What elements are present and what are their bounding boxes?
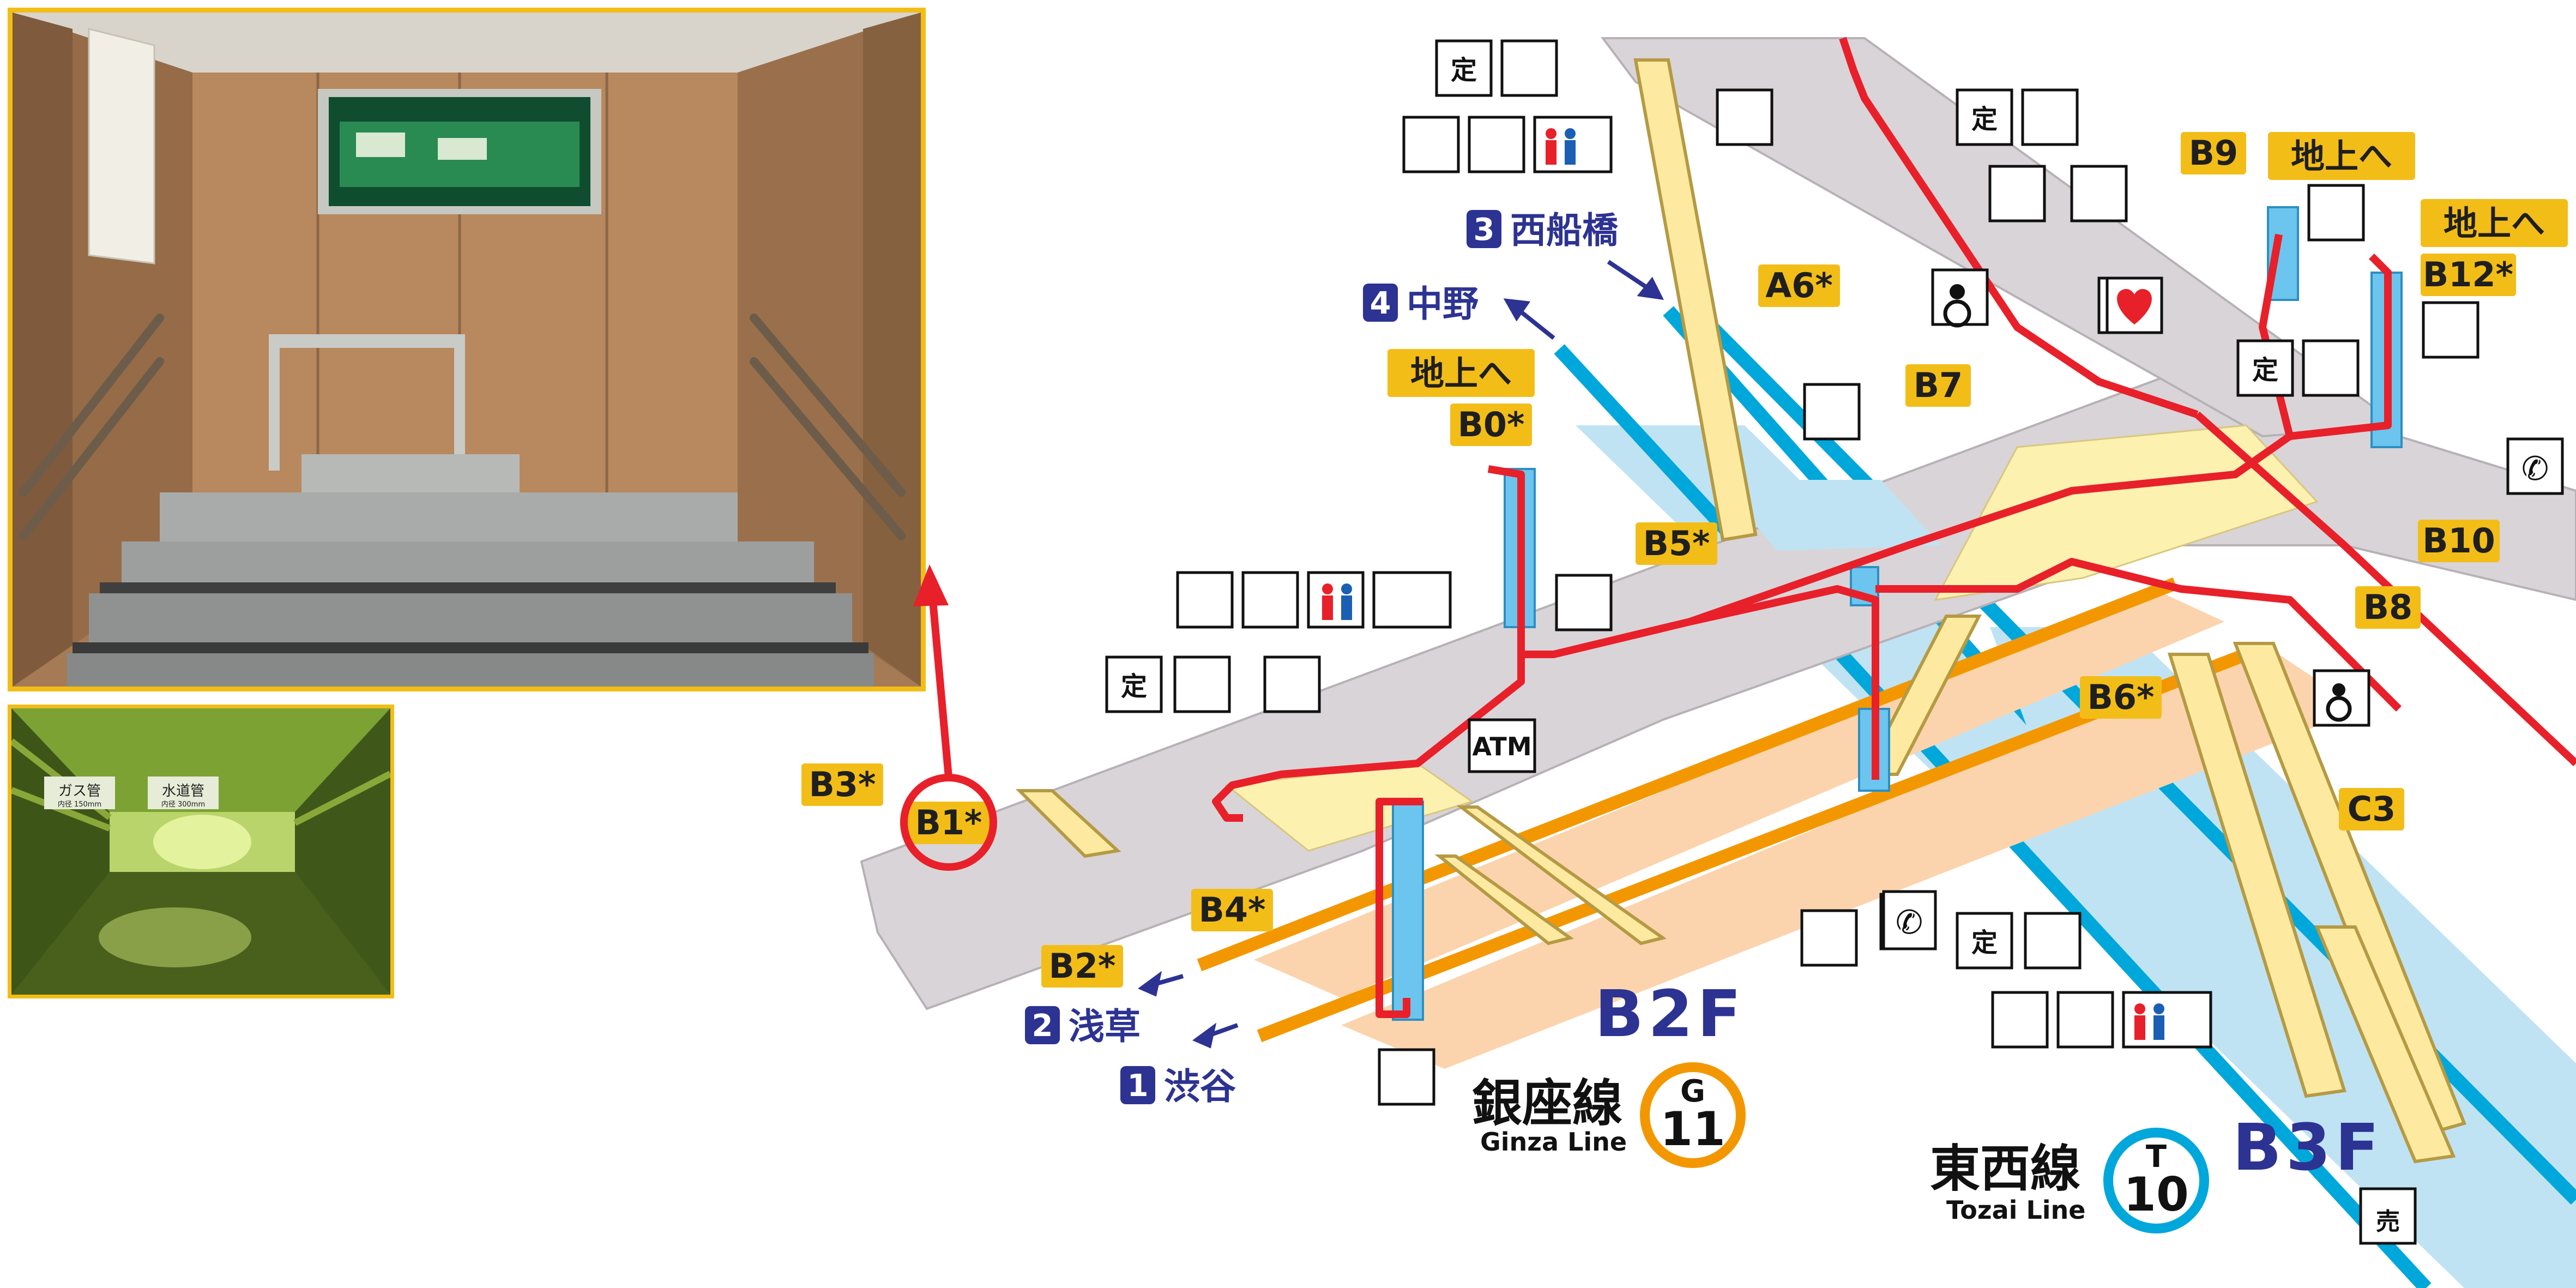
svg-text:ATM: ATM	[1472, 732, 1531, 761]
commuter-pass-icon: 定	[1105, 655, 1163, 713]
svg-text:1: 1	[1127, 1068, 1149, 1104]
commuter-pass-icon-3: 定	[1956, 88, 2013, 146]
svg-text:浅草: 浅草	[1069, 1006, 1141, 1048]
svg-text:B6*: B6*	[2088, 677, 2155, 717]
svg-text:B4*: B4*	[1199, 890, 1266, 930]
exit-b5-label[interactable]: B5*	[1636, 522, 1717, 565]
svg-text:B0*: B0*	[1458, 405, 1525, 444]
b1-photo-pointer	[913, 564, 952, 778]
exit-b7-label[interactable]: B7	[1905, 364, 1971, 407]
svg-text:B8: B8	[2363, 587, 2412, 627]
svg-text:定: 定	[1121, 671, 1147, 702]
svg-text:B3*: B3*	[809, 765, 876, 804]
svg-text:定: 定	[2252, 355, 2278, 386]
accessible-route	[1212, 37, 2576, 1018]
tozai-line-badge: 東西線 Tozai Line T 10	[1930, 1128, 2209, 1233]
exit-b0-label[interactable]: B0*	[1450, 404, 1532, 446]
svg-text:B5*: B5*	[1643, 523, 1710, 563]
svg-text:地上へ: 地上へ	[2291, 136, 2392, 176]
svg-text:渋谷: 渋谷	[1164, 1066, 1236, 1108]
svg-text:中野: 中野	[1407, 283, 1479, 325]
exit-b9-label[interactable]: B9	[2181, 132, 2246, 174]
shop-icon: 売	[2359, 1187, 2417, 1245]
restroom-icon	[1322, 583, 1352, 620]
direction-3: 3 西船橋	[1467, 209, 1619, 251]
svg-text:売: 売	[2376, 1208, 2400, 1236]
exit-b1-label[interactable]: B1*	[900, 774, 997, 871]
svg-text:定: 定	[1971, 104, 1998, 135]
svg-text:B9: B9	[2189, 133, 2238, 173]
svg-text:地上へ: 地上へ	[1410, 353, 1512, 393]
to-ground-left-label: 地上へ	[1387, 349, 1535, 397]
exit-b10-label[interactable]: B10	[2418, 520, 2500, 562]
to-ground-top-label: 地上へ	[2268, 132, 2415, 180]
svg-text:B7: B7	[1914, 365, 1963, 405]
water-pipe-sign-sub: 内径 300mm	[161, 800, 205, 809]
svg-text:地上へ: 地上へ	[2444, 203, 2545, 243]
svg-text:B2*: B2*	[1049, 946, 1116, 986]
svg-text:B12*: B12*	[2423, 255, 2513, 294]
atm-icon: ATM	[1468, 718, 1536, 773]
svg-text:西船橋: 西船橋	[1510, 209, 1619, 251]
svg-text:定: 定	[1451, 55, 1477, 86]
exit-b4-label[interactable]: B4*	[1191, 889, 1273, 931]
svg-text:4: 4	[1370, 286, 1391, 321]
ginza-line-badge: 銀座線 Ginza Line G 11	[1472, 1062, 1746, 1168]
svg-text:定: 定	[1971, 928, 1998, 958]
exit-b8-label[interactable]: B8	[2355, 586, 2421, 629]
exit-b3-label[interactable]: B3*	[801, 763, 883, 806]
commuter-pass-icon-5: 定	[1956, 912, 2013, 970]
ginza-line-name-en: Ginza Line	[1480, 1127, 1627, 1157]
ginza-line-name: 銀座線	[1472, 1074, 1622, 1133]
facility-icons: ATM 定 定 定 定 定	[1105, 39, 2564, 1245]
exit-b6-label[interactable]: B6*	[2080, 676, 2162, 719]
stair-photo-image	[13, 13, 921, 687]
svg-text:2: 2	[1032, 1008, 1053, 1044]
exit-b12-label[interactable]: B12*	[2421, 254, 2516, 296]
commuter-pass-icon-2: 定	[1435, 39, 1493, 97]
staircases	[1015, 58, 2467, 1164]
svg-text:B1*: B1*	[915, 803, 982, 842]
tozai-line-name: 東西線	[1930, 1140, 2080, 1198]
restroom-icon-3	[2134, 1003, 2164, 1040]
floor-b2f-label: B2F	[1595, 976, 1746, 1051]
wheelchair-icon	[1943, 284, 1971, 328]
tunnel-photo-image: ガス管 内径 150mm 水道管 内径 300mm	[11, 708, 390, 995]
exit-stair-photo	[8, 8, 926, 691]
aed-icon	[2106, 276, 2163, 334]
tozai-line-name-en: Tozai Line	[1946, 1195, 2086, 1225]
restroom-icon-2	[1546, 128, 1576, 165]
direction-4: 4 中野	[1363, 283, 1479, 325]
direction-labels: 1 渋谷 2 浅草 3 西船橋 4 中野	[1025, 209, 1664, 1108]
gas-pipe-sign: ガス管	[58, 783, 101, 799]
svg-text:✆: ✆	[1896, 904, 1923, 942]
exit-b2-label[interactable]: B2*	[1041, 945, 1123, 988]
ginza-letter: G	[1680, 1074, 1705, 1109]
commuter-pass-icon-4: 定	[2236, 339, 2294, 397]
water-pipe-sign: 水道管	[162, 783, 204, 799]
tozai-number: 10	[2123, 1167, 2189, 1222]
direction-1: 1 渋谷	[1120, 1066, 1236, 1108]
svg-text:C3: C3	[2348, 789, 2396, 829]
ginza-number: 11	[1660, 1102, 1726, 1157]
svg-text:A6*: A6*	[1765, 266, 1833, 305]
gas-pipe-sign-sub: 内径 150mm	[58, 800, 101, 809]
exit-a6-label[interactable]: A6*	[1758, 264, 1840, 307]
svg-text:3: 3	[1474, 212, 1495, 248]
utility-tunnel-photo: ガス管 内径 150mm 水道管 内径 300mm	[8, 705, 394, 998]
svg-text:B10: B10	[2422, 521, 2495, 561]
phone-icon-2: ✆	[2521, 450, 2549, 488]
exit-labels: B0* B1* B3* B4* B2* B5*	[801, 132, 2568, 988]
tozai-letter: T	[2146, 1139, 2167, 1175]
svg-text:✆: ✆	[2521, 450, 2549, 488]
floor-b3f-label: B3F	[2233, 1110, 2384, 1185]
b2f-concourse	[860, 37, 2576, 1010]
to-ground-far-right-label: 地上へ	[2421, 199, 2568, 247]
phone-icon: ✆	[1882, 890, 1937, 950]
direction-2: 2 浅草	[1025, 1006, 1141, 1048]
exit-c3-label[interactable]: C3	[2339, 788, 2404, 830]
wheelchair-icon-2	[2326, 683, 2352, 722]
